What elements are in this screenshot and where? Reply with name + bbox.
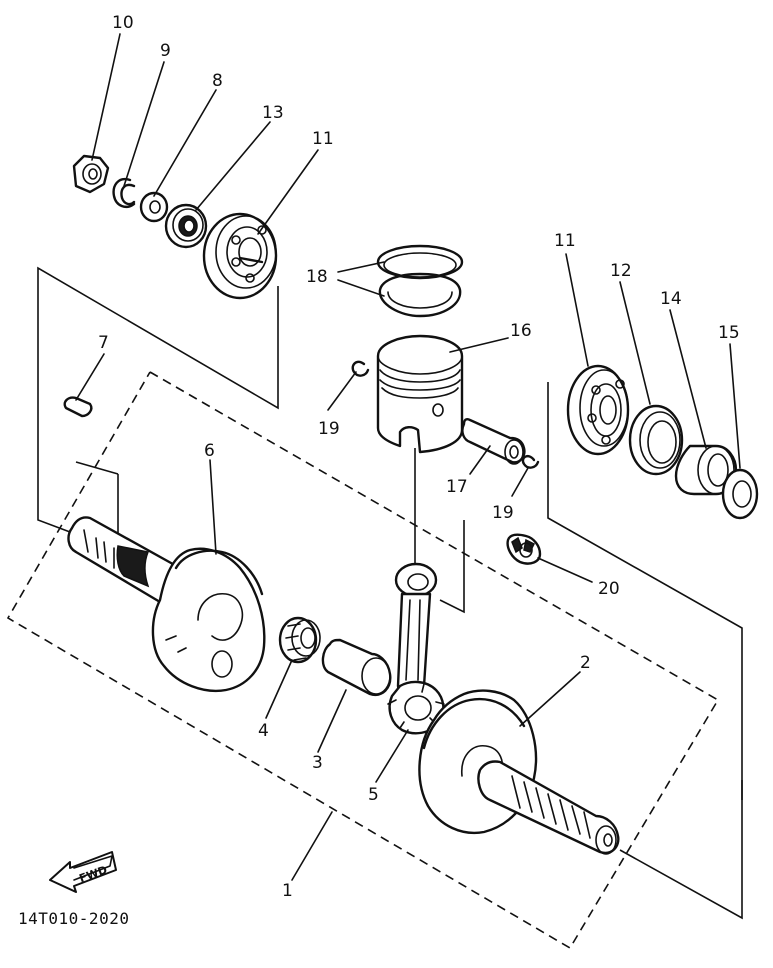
callout-9: 9 <box>160 41 171 61</box>
callout-2: 2 <box>580 653 591 673</box>
piston-rings-18 <box>376 244 464 318</box>
piston-16 <box>376 334 464 454</box>
oil-seal-12 <box>628 404 684 476</box>
callout-18: 18 <box>306 267 328 287</box>
callout-11-right: 11 <box>554 231 576 251</box>
callout-4: 4 <box>258 721 269 741</box>
callouts: 10 9 8 13 11 18 7 6 16 19 17 19 11 12 14… <box>98 13 740 901</box>
piston-pin-17 <box>461 418 526 465</box>
callout-8: 8 <box>212 71 223 91</box>
washer-8 <box>139 191 169 223</box>
connecting-rod-5 <box>387 562 445 735</box>
callout-11-left: 11 <box>312 129 334 149</box>
callout-14: 14 <box>660 289 682 309</box>
needle-bearing-4 <box>278 616 321 664</box>
circlip-19-right <box>521 454 540 469</box>
callout-7: 7 <box>98 333 109 353</box>
callout-1: 1 <box>282 881 293 901</box>
callout-6: 6 <box>204 441 215 461</box>
bearing-11-right <box>566 364 630 456</box>
nut-20 <box>506 533 542 565</box>
callout-5: 5 <box>368 785 379 805</box>
nut-10 <box>72 154 110 194</box>
collar-14 <box>674 444 738 496</box>
callout-19-left: 19 <box>318 419 340 439</box>
callout-17: 17 <box>446 477 468 497</box>
callout-15: 15 <box>718 323 740 343</box>
callout-3: 3 <box>312 753 323 773</box>
callout-20: 20 <box>598 579 620 599</box>
callout-12: 12 <box>610 261 632 281</box>
lock-washer-9 <box>112 177 136 208</box>
washer-15 <box>721 468 759 520</box>
crankshaft-assembly-outline <box>6 371 720 950</box>
crankshaft-right-2 <box>418 689 620 855</box>
oil-seal-13 <box>164 203 208 249</box>
crank-pin-3 <box>321 638 392 697</box>
callout-10: 10 <box>112 13 134 33</box>
bearing-11-left <box>202 212 278 300</box>
callout-19-right: 19 <box>492 503 514 523</box>
reference-lines <box>37 266 743 920</box>
callout-16: 16 <box>510 321 532 341</box>
crankshaft-left-6 <box>67 516 266 693</box>
circlip-19-left <box>351 360 370 377</box>
woodruff-key-7 <box>63 396 93 418</box>
leader-lines <box>75 33 741 881</box>
diagram-code: 14T010-2020 <box>18 909 129 928</box>
fwd-arrow-icon: FWD <box>49 851 117 893</box>
callout-13: 13 <box>262 103 284 123</box>
